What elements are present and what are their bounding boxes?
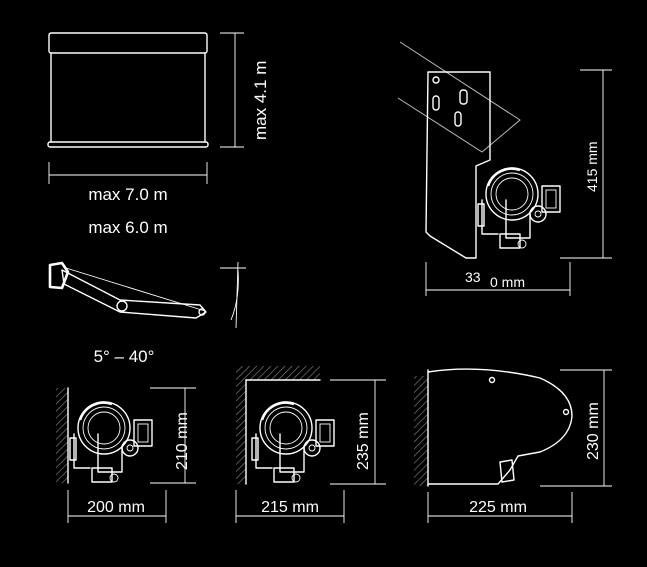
side-view: 415 mm 33 0 mm <box>397 41 612 296</box>
side-depth-label-a: 33 <box>465 269 481 285</box>
mounting-plate <box>425 71 491 259</box>
cassette-profile <box>48 261 70 290</box>
variant-view-1: 210 mm 200 mm <box>56 387 196 523</box>
variant-2-height-label: 235 mm <box>355 412 372 470</box>
variant-2-width-label: 215 mm <box>261 499 319 516</box>
cassette-cover <box>427 368 573 485</box>
front-view: max 4.1 m max 7.0 m max 6.0 m <box>47 32 270 237</box>
angle-range-label: 5° – 40° <box>94 347 155 366</box>
variant-1-width-label: 200 mm <box>87 499 145 516</box>
side-height-label: 415 mm <box>584 141 600 192</box>
arm-angle-view: 5° – 40° <box>48 261 246 366</box>
ceiling-hatch <box>236 366 320 380</box>
variant-view-3: 230 mm 225 mm <box>414 368 612 523</box>
front-bar <box>47 141 209 148</box>
variant-view-2: 235 mm 215 mm <box>235 366 386 523</box>
wall-hatch <box>56 388 68 483</box>
angle-arc <box>230 269 239 321</box>
max-height-label: max 4.1 m <box>251 61 270 140</box>
cassette-front <box>48 32 208 54</box>
variant-3-height-label: 230 mm <box>585 402 602 460</box>
variant-1-height-label: 210 mm <box>174 412 191 470</box>
max-width-label-1: max 7.0 m <box>88 185 167 204</box>
variant-3-width-label: 225 mm <box>469 499 527 516</box>
side-depth-label-b: 0 mm <box>490 274 525 290</box>
max-width-label-2: max 6.0 m <box>88 218 167 237</box>
folding-arm <box>61 269 207 319</box>
wall-bracket-outline <box>397 41 521 153</box>
